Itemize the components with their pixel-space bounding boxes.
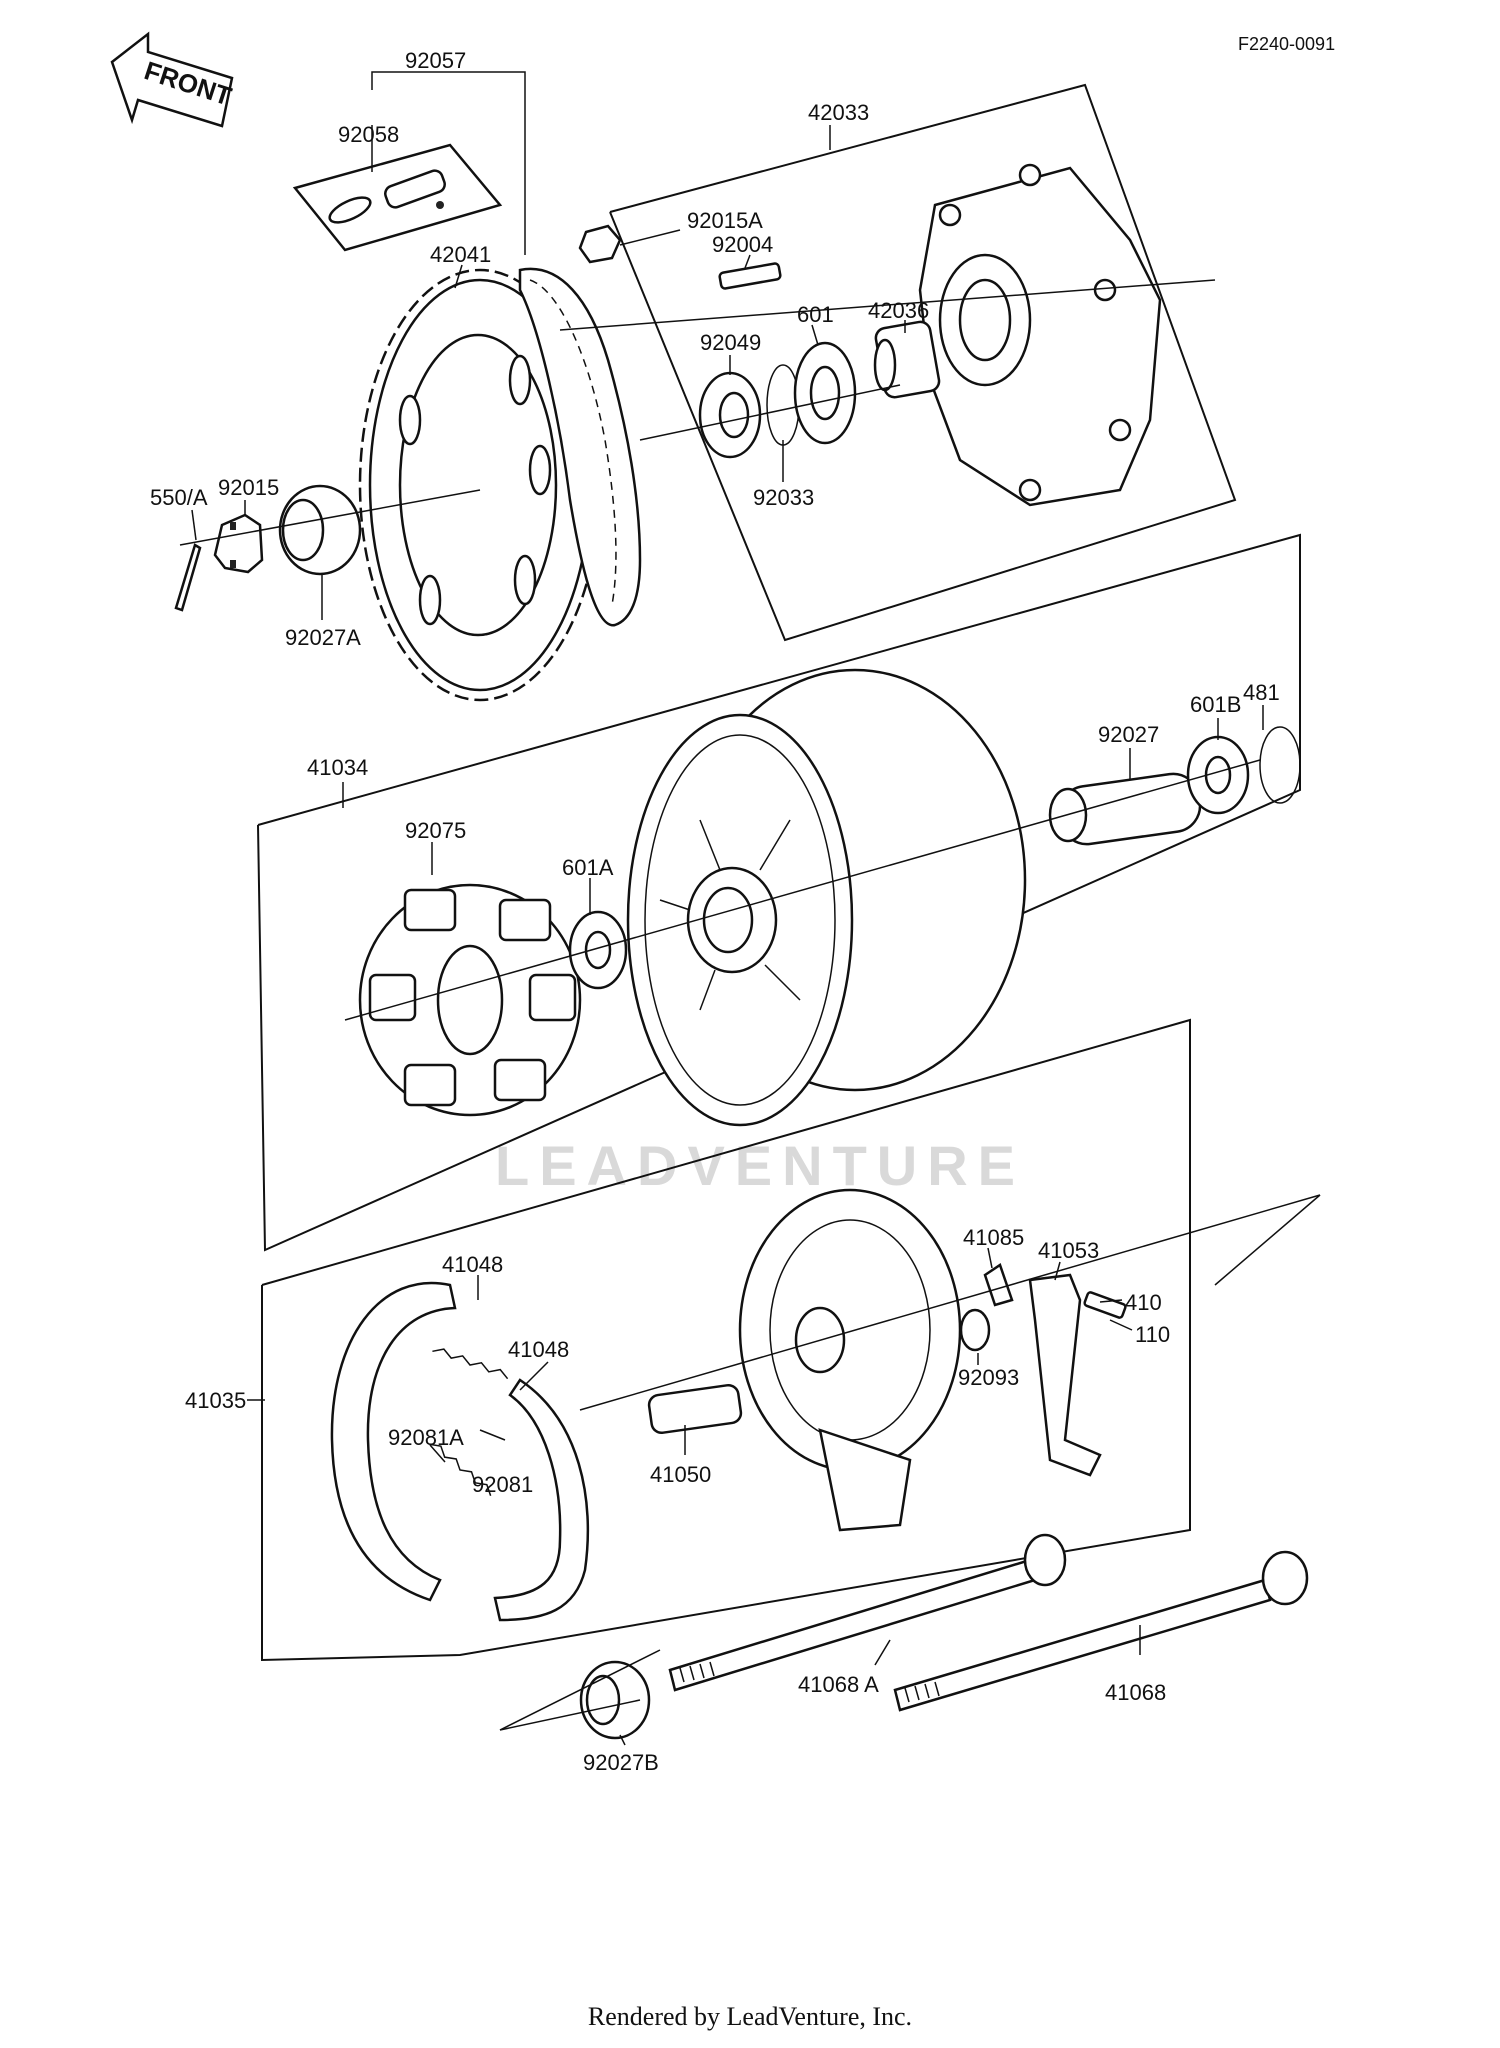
rear-sprocket [358,268,602,702]
label-601a: 601A [562,855,614,880]
spring-92081 [432,1348,509,1380]
label-601b: 601B [1190,692,1241,717]
label-41068a: 41068 A [798,1672,879,1697]
label-41035: 41035 [185,1388,246,1413]
label-92075: 92075 [405,818,466,843]
label-601: 601 [797,302,834,327]
oil-seal-92049 [698,371,762,459]
label-410: 410 [1125,1290,1162,1315]
brake-panel [738,1188,962,1532]
label-92027a: 92027A [285,625,361,650]
label-42033: 42033 [808,100,869,125]
collar-42036 [873,320,941,399]
label-41048-a: 41048 [442,1252,503,1277]
brake-group-outline [261,1018,1191,1662]
label-41068: 41068 [1105,1680,1166,1705]
bearing-601 [793,341,857,445]
drive-chain [518,267,642,627]
label-92093: 92093 [958,1365,1019,1390]
brake-shoe-front [330,1281,457,1602]
part-labels: 92057 92058 42033 92015A 92004 42041 920… [150,48,1280,1775]
collar-92027a [278,484,362,576]
brake-lever-41053 [1028,1273,1102,1477]
label-92027: 92027 [1098,722,1159,747]
rear-hub [918,163,1162,507]
label-42036: 42036 [868,298,929,323]
label-92081a: 92081A [388,1425,464,1450]
bolt-410 [1083,1291,1127,1319]
label-92049: 92049 [700,330,761,355]
label-550a: 550/A [150,485,208,510]
label-41085: 41085 [963,1225,1024,1250]
label-92027b: 92027B [583,1750,659,1775]
label-42041: 42041 [430,242,491,267]
circlip-92033 [766,364,800,446]
axle-41068a [668,1533,1067,1692]
label-92033: 92033 [753,485,814,510]
cotter-pin-550a [174,543,202,612]
label-92015a: 92015A [687,208,763,233]
front-arrow-icon: FRONT [110,31,235,128]
label-41034: 41034 [307,755,368,780]
label-41050: 41050 [650,1462,711,1487]
camshaft-41050 [647,1383,743,1435]
indicator-41085 [983,1263,1014,1307]
label-41053: 41053 [1038,1238,1099,1263]
stud-92004 [718,262,782,290]
axle-41068 [893,1550,1309,1712]
castle-nut-92015 [213,513,264,574]
seal-92093 [959,1308,991,1352]
assembly-axis-lines [179,279,1321,1731]
label-92004: 92004 [712,232,773,257]
footer-credit: Rendered by LeadVenture, Inc. [587,2002,913,2031]
label-92015: 92015 [218,475,279,500]
label-92081: 92081 [472,1472,533,1497]
collar-92027b [579,1660,651,1740]
label-41048-b: 41048 [508,1337,569,1362]
rear-wheel-hub [626,668,1027,1127]
label-110: 110 [1135,1322,1170,1347]
spring-92081a [429,1443,492,1496]
circlip-481 [1259,726,1301,804]
brake-shoe-rear [493,1378,590,1622]
chain-link-kit [292,143,503,252]
label-92058: 92058 [338,122,399,147]
wheel-group-outline [257,533,1301,1252]
bearing-601b [1186,735,1250,815]
hub-group-outline [609,83,1237,642]
nut-92015a [578,224,622,264]
bearing-601a [568,910,628,990]
wheel-damper [358,883,582,1117]
label-481: 481 [1243,680,1280,705]
leader-lines [191,71,1264,1746]
diagram-code: F2240-0091 [1238,34,1336,54]
label-92057: 92057 [405,48,466,73]
